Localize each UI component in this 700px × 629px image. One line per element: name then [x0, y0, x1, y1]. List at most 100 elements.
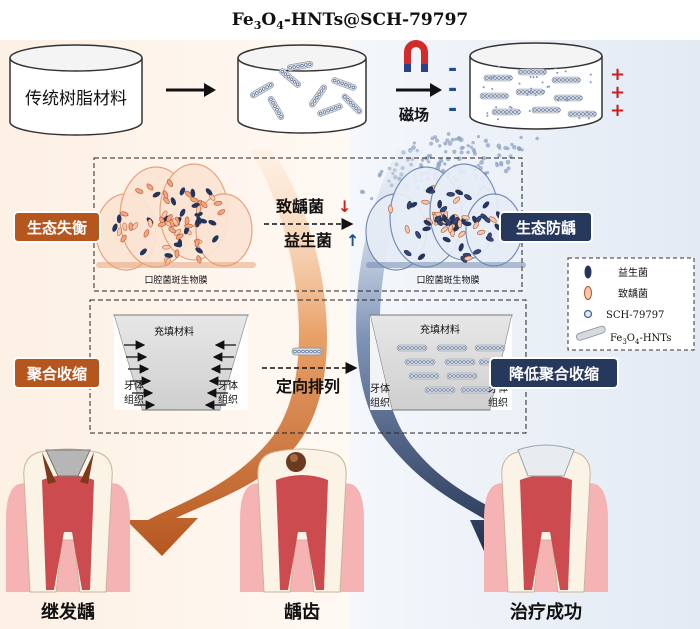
bacterium [177, 238, 183, 248]
spray-dot [497, 153, 502, 158]
bacterium [457, 219, 463, 229]
sch-dot [313, 349, 317, 354]
right-filling-label: 充填材料 [420, 323, 460, 336]
bacterium [184, 216, 190, 226]
nanotube [317, 103, 343, 117]
bacterium [437, 199, 442, 209]
bacterium [112, 223, 118, 232]
particle-dot [534, 94, 537, 97]
nanotube [446, 372, 478, 380]
hnts-legend-icon [575, 325, 606, 341]
navy-flow-arrow [356, 150, 530, 560]
bacterium [486, 232, 492, 241]
bacterium [388, 204, 393, 214]
spray-dot [378, 172, 383, 177]
left-tooth-tissue-b: 组织 [124, 393, 144, 406]
random-nanotubes [250, 60, 363, 120]
bacterium [200, 201, 208, 209]
bacterium [421, 199, 430, 205]
particle-dot [490, 76, 493, 79]
resin-cylinder: 传统树脂材料 [9, 44, 143, 136]
left-cavity: 充填材料 牙体 组织 牙体 组织 [113, 314, 249, 411]
svg-text:+: + [610, 64, 625, 85]
bacterium [446, 192, 455, 197]
shrinkage-frame [89, 299, 527, 434]
secondary-caries-tooth [6, 448, 130, 593]
single-nanotube [291, 347, 323, 356]
bacterium [179, 187, 186, 196]
bacterium [476, 229, 486, 235]
legend-sch: SCH-79797 [606, 310, 664, 321]
nanotube [396, 344, 428, 352]
spray-dot [436, 162, 442, 168]
bacterium [403, 249, 412, 257]
spray-dot [459, 150, 464, 155]
nanotube [341, 93, 363, 115]
spray-dot [481, 156, 486, 161]
spray-dot [506, 166, 511, 171]
spray-dot [517, 147, 522, 152]
bacterium [458, 230, 466, 238]
spray-dot [434, 138, 440, 143]
bacterium [208, 220, 217, 226]
right-tooth-tissue-a: 牙体 [370, 383, 390, 395]
spray-dot [471, 140, 475, 145]
decay-highlight [290, 454, 298, 462]
bacterium [170, 197, 177, 206]
process-arrow-1 [166, 83, 216, 97]
bacterium [212, 235, 219, 243]
spray-dot [426, 154, 431, 158]
nanotube [267, 96, 285, 120]
particle-dot [482, 86, 485, 89]
spray-dot [476, 134, 481, 139]
bacterium [146, 183, 154, 191]
spray-dot [508, 154, 513, 159]
caries-label: 龋齿 [284, 601, 320, 623]
spray-dot [437, 144, 442, 148]
plus-poles: + + + [610, 64, 625, 121]
svg-text:+: + [610, 100, 625, 121]
particle-dot [535, 76, 538, 79]
particle-dot [508, 105, 511, 108]
spray-dot [444, 150, 448, 154]
bacterium [195, 247, 203, 254]
bacterium [425, 186, 434, 193]
nanotube [531, 106, 561, 114]
shrinkage-arrows [124, 340, 236, 410]
svg-text:生态失衡: 生态失衡 [27, 219, 87, 237]
bacterium [409, 201, 418, 208]
cariogenic-legend-icon [584, 286, 592, 300]
bacterium [174, 249, 180, 258]
bacterium [423, 219, 432, 226]
resin-label: 传统树脂材料 [25, 89, 127, 109]
bacterium [483, 216, 491, 223]
particle-dot [587, 117, 590, 120]
particle-dot [528, 109, 531, 112]
particle-dot [546, 86, 549, 89]
cariogenic-label: 致龋菌 [276, 197, 324, 216]
particle-dot [493, 75, 496, 78]
particle-dot [557, 99, 560, 102]
pulp [42, 475, 94, 590]
bacterium [184, 190, 193, 198]
bacterium [179, 208, 186, 217]
spray-dot [359, 189, 364, 194]
left-filling-label: 充填材料 [154, 325, 194, 338]
nanotube [286, 60, 314, 72]
svg-text:-: - [448, 57, 457, 82]
bacterium [461, 215, 470, 220]
spray-dot [510, 142, 514, 147]
bacterium [434, 215, 442, 223]
particle-dot [529, 76, 532, 79]
left-tooth-tissue-a: 牙体 [124, 380, 144, 392]
bacterium [157, 221, 167, 227]
probiotic-legend-icon [584, 265, 592, 279]
pulp [520, 475, 572, 590]
nanotube [308, 84, 328, 108]
bacterium [453, 196, 460, 204]
spray-dot [466, 144, 470, 148]
magnet-icon [404, 40, 428, 72]
spray-dot [479, 160, 484, 165]
sch-dot [317, 349, 321, 354]
